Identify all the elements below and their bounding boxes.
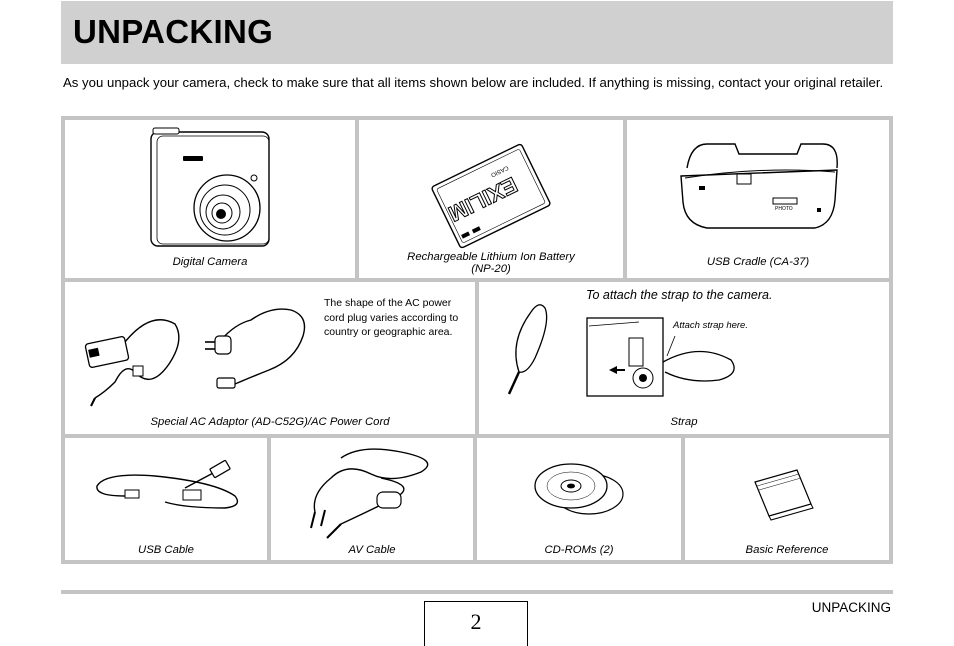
contents-grid: Digital Camera EXILIM CASIO Rechargeable…: [61, 116, 893, 564]
caption-usb-cable: USB Cable: [138, 544, 194, 556]
cell-strap: To attach the strap to the camera. Attac…: [479, 282, 889, 434]
strap-illustration: [507, 304, 735, 397]
cell-cdroms: CD-ROMs (2): [477, 438, 681, 560]
caption-battery: Rechargeable Lithium Ion Battery (NP-20): [407, 251, 575, 275]
footer-rule: [61, 590, 893, 594]
intro-text: As you unpack your camera, check to make…: [63, 75, 884, 90]
caption-ac-adaptor: Special AC Adaptor (AD-C52G)/AC Power Co…: [150, 416, 390, 428]
page-number: 2: [470, 609, 482, 634]
av-cable-illustration: [310, 448, 429, 539]
cell-digital-camera: Digital Camera: [65, 120, 355, 278]
usb-cable-illustration: [96, 459, 239, 509]
caption-av-cable: AV Cable: [348, 544, 396, 556]
digital-camera-illustration: [150, 127, 270, 247]
cell-av-cable: AV Cable: [271, 438, 473, 560]
cell-battery: EXILIM CASIO Rechargeable Lithium Ion Ba…: [359, 120, 623, 278]
ac-adaptor-illustration: [84, 308, 306, 407]
usb-cradle-illustration: PHOTO: [680, 143, 838, 229]
caption-digital-camera: Digital Camera: [172, 256, 248, 268]
ac-plug-note: The shape of the AC power cord plug vari…: [324, 297, 459, 338]
cell-basic-reference: Basic Reference: [685, 438, 889, 560]
caption-usb-cradle: USB Cradle (CA-37): [706, 256, 810, 268]
page-title: UNPACKING: [73, 13, 274, 50]
caption-strap: Strap: [670, 416, 698, 428]
caption-cdroms: CD-ROMs (2): [544, 544, 614, 556]
cell-usb-cable: USB Cable: [65, 438, 267, 560]
cdroms-illustration: [534, 463, 624, 515]
caption-basic-reference: Basic Reference: [745, 544, 829, 556]
strap-instruction: To attach the strap to the camera.: [586, 288, 773, 302]
cradle-photo-label: PHOTO: [775, 206, 793, 212]
page-number-box: 2: [424, 601, 528, 646]
basic-reference-illustration: [754, 469, 814, 521]
footer-section-label: UNPACKING: [811, 600, 891, 615]
title-bar: UNPACKING: [61, 1, 893, 64]
cell-ac-adaptor: The shape of the AC power cord plug vari…: [65, 282, 475, 434]
strap-callout: Attach strap here.: [673, 320, 748, 331]
cell-usb-cradle: PHOTO USB Cradle (CA-37): [627, 120, 889, 278]
battery-illustration: EXILIM CASIO: [431, 143, 551, 249]
